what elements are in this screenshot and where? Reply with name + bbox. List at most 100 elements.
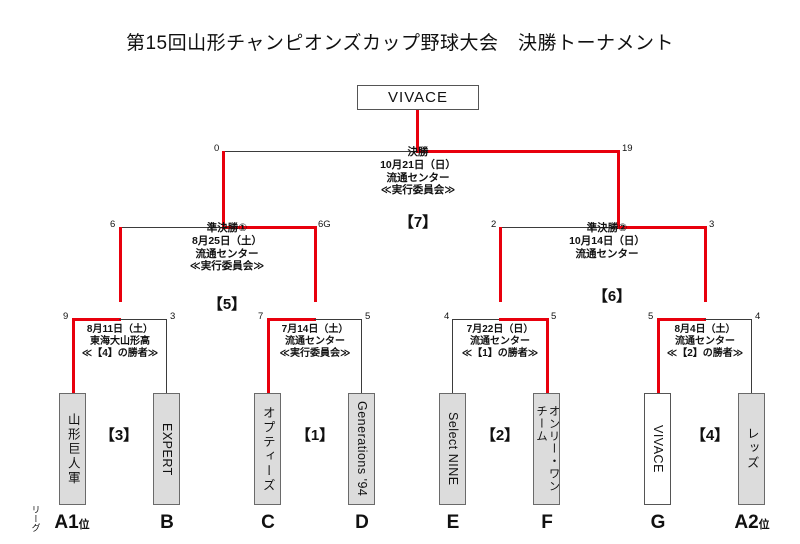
sf2-beam-right-winner <box>617 226 707 229</box>
sf2-info: 準決勝② 10月14日（日） 流通センター <box>512 222 702 260</box>
q4-info: 8月4日（土） 流通センター ≪【2】の勝者≫ <box>662 324 748 361</box>
champion-name: VIVACE <box>388 89 448 106</box>
q3-organizer: ≪【1】の勝者≫ <box>461 348 539 360</box>
q1-score-left: 9 <box>63 311 69 322</box>
sf1-left-leg-winner <box>119 227 122 302</box>
q2-left-leg-winner <box>267 318 270 393</box>
group-label-g: G <box>650 512 666 533</box>
final-to-champion-line <box>416 110 419 152</box>
sf1-score-left: 6 <box>110 219 116 230</box>
sf1-beam-left <box>119 227 224 229</box>
q4-score-right: 4 <box>755 311 761 322</box>
sf1-info: 準決勝① 8月25日（土） 流通センター ≪実行委員会≫ <box>132 222 322 273</box>
q1-beam-right <box>119 319 167 321</box>
final-beam-left <box>222 151 418 153</box>
group-label-a2-sub: 位 <box>758 519 770 531</box>
group-label-a2: A2位 <box>722 512 782 534</box>
group-label-f: F <box>541 512 553 533</box>
sf2-round-label: 準決勝② <box>586 222 628 234</box>
sf2-right-leg-winner <box>704 227 707 302</box>
final-info: 決勝 10月21日（日） 流通センター ≪実行委員会≫ <box>320 146 516 197</box>
q2-info: 7月14日（土） 流通センター ≪実行委員会≫ <box>272 324 358 361</box>
team-name-only-one-col: オンリー・ワン <box>547 405 560 493</box>
sf1-right-leg <box>314 227 317 302</box>
team-box-reds[interactable]: レッズ <box>738 393 765 505</box>
group-label-a2-text: A2 <box>734 512 759 533</box>
sf2-tag: 【6】 <box>592 288 632 305</box>
final-organizer: ≪実行委員会≫ <box>380 184 456 197</box>
q2-date: 7月14日（土） <box>281 324 349 335</box>
team-name-generations-94: Generations '94 <box>354 401 369 497</box>
q1-tag: 【3】 <box>99 427 139 444</box>
q1-organizer: ≪【4】の勝者≫ <box>81 348 159 360</box>
team-box-select-nine[interactable]: Select NINE <box>439 393 466 505</box>
q3-score-right: 5 <box>551 311 557 322</box>
q1-date: 8月11日（土） <box>86 324 154 335</box>
group-label-e: E <box>446 512 460 533</box>
q2-tag: 【1】 <box>295 427 335 444</box>
q2-organizer: ≪実行委員会≫ <box>279 348 351 360</box>
q3-date: 7月22日（日） <box>466 324 534 335</box>
final-left-leg <box>222 151 225 226</box>
q1-info: 8月11日（土） 東海大山形高 ≪【4】の勝者≫ <box>77 324 163 361</box>
q4-date: 8月4日（土） <box>674 324 736 335</box>
q3-right-leg-winner <box>546 318 549 393</box>
q1-right-leg <box>166 319 168 394</box>
final-score-left: 0 <box>214 143 220 154</box>
sf1-tag: 【5】 <box>207 296 247 313</box>
team-box-optiese[interactable]: オプティーズ <box>254 393 281 505</box>
team-name-vivace: VIVACE <box>650 425 665 473</box>
q4-right-leg <box>751 319 753 394</box>
sf1-organizer: ≪実行委員会≫ <box>189 260 265 273</box>
team-name-select-nine: Select NINE <box>445 412 460 486</box>
sf2-date: 10月14日（日） <box>569 234 645 247</box>
team-box-expert[interactable]: EXPERT <box>153 393 180 505</box>
team-name-team-only-one: オンリー・ワン チーム <box>535 405 559 493</box>
team-name-yamagata-kyojingun: 山形巨人軍 <box>65 412 80 486</box>
team-name-optiese: オプティーズ <box>260 405 275 493</box>
q3-tag: 【2】 <box>480 427 520 444</box>
q3-info: 7月22日（日） 流通センター ≪【1】の勝者≫ <box>457 324 543 361</box>
sf1-date: 8月25日（土） <box>191 234 263 247</box>
team-box-vivace[interactable]: VIVACE <box>644 393 671 505</box>
final-venue: 流通センター <box>386 171 450 184</box>
q2-score-left: 7 <box>258 311 264 322</box>
q3-beam-left <box>452 319 501 321</box>
champion-box: VIVACE <box>357 85 479 110</box>
final-date: 10月21日（日） <box>380 158 456 171</box>
final-beam-right-winner <box>416 150 620 153</box>
team-name-expert: EXPERT <box>159 422 174 476</box>
group-label-a1-sub: 位 <box>78 519 90 531</box>
q2-beam-left-winner <box>267 318 316 321</box>
page-title: 第15回山形チャンピオンズカップ野球大会 決勝トーナメント <box>125 33 675 54</box>
final-score-right: 19 <box>622 143 633 154</box>
q4-score-left: 5 <box>648 311 654 322</box>
q4-left-leg-winner <box>657 318 660 393</box>
q2-beam-right <box>314 319 362 321</box>
team-box-yamagata-kyojingun[interactable]: 山形巨人軍 <box>59 393 86 505</box>
team-box-team-only-one[interactable]: オンリー・ワン チーム <box>533 393 560 505</box>
q4-beam-left-winner <box>657 318 706 321</box>
q3-left-leg <box>452 319 454 394</box>
q3-beam-right-winner <box>499 318 548 321</box>
sf2-left-leg <box>499 227 502 302</box>
team-name-team-col: チーム <box>535 405 547 443</box>
sf1-round-label: 準決勝① <box>206 222 248 234</box>
q3-venue: 流通センター <box>470 336 530 348</box>
q2-score-right: 5 <box>365 311 371 322</box>
q1-left-leg-winner <box>72 318 75 393</box>
group-label-a1: A1位 <box>42 512 102 534</box>
sf2-beam-left <box>499 227 619 229</box>
q4-organizer: ≪【2】の勝者≫ <box>666 348 744 360</box>
group-label-c: C <box>261 512 275 533</box>
q1-venue: 東海大山形高 <box>90 336 150 348</box>
sf1-venue: 流通センター <box>195 247 259 260</box>
final-tag: 【7】 <box>398 214 438 231</box>
team-box-generations-94[interactable]: Generations '94 <box>348 393 375 505</box>
final-right-leg <box>617 151 620 226</box>
q1-score-right: 3 <box>170 311 176 322</box>
team-name-reds: レッズ <box>744 427 759 471</box>
group-label-b: B <box>160 512 174 533</box>
league-label: リーグ <box>30 505 41 532</box>
